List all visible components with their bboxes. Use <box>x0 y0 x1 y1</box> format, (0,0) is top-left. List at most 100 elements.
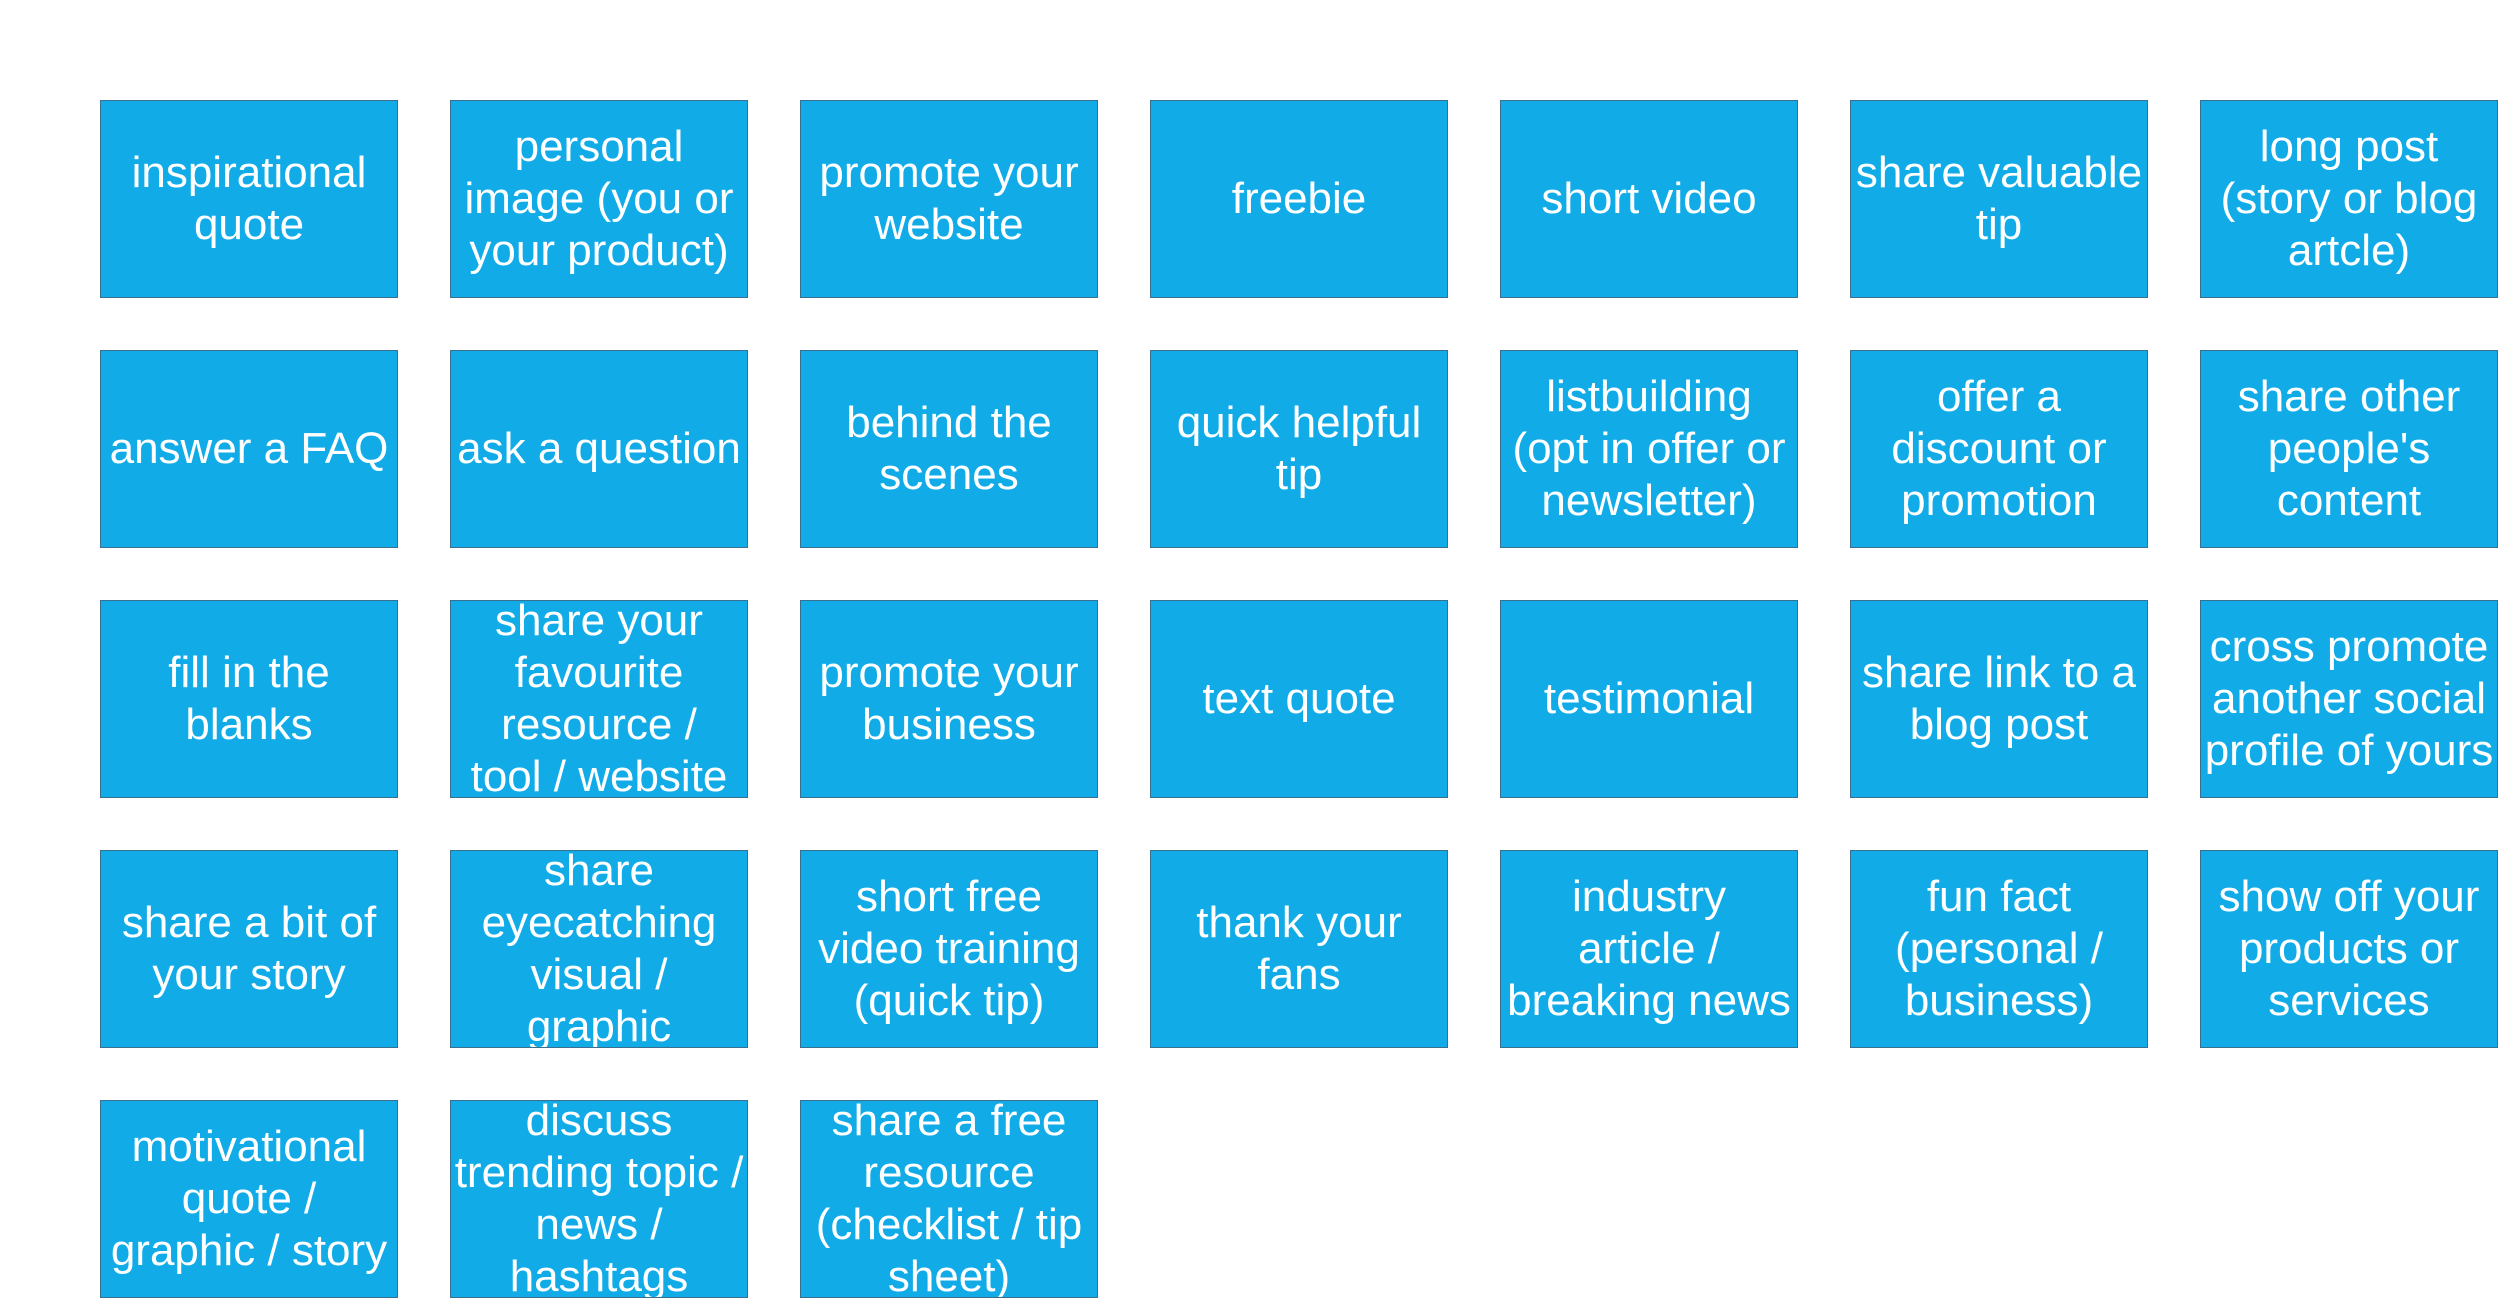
idea-tile-line: services <box>2268 976 2430 1025</box>
idea-tile[interactable]: answer a FAQ <box>100 350 398 548</box>
idea-tile-line: (checklist / tip <box>815 1200 1083 1249</box>
idea-tile-text: freebie <box>1232 173 1367 225</box>
idea-tile-line: share a bit of <box>121 898 377 947</box>
idea-tile-line: your product) <box>469 226 729 275</box>
idea-tile-text: fun fact(personal /business) <box>1895 871 2103 1027</box>
idea-tile-line: trending topic / <box>454 1148 744 1197</box>
idea-tile[interactable]: ask a question <box>450 350 748 548</box>
idea-tile-line: share link to a <box>1862 648 2136 697</box>
idea-tile-line: text quote <box>1202 674 1396 723</box>
idea-tile-line: people's <box>2267 424 2431 473</box>
idea-tile-line: news / <box>535 1200 663 1249</box>
idea-tile-line: (personal / <box>1895 924 2103 973</box>
idea-tile-line: short video <box>1541 174 1757 223</box>
idea-tile-line: (quick tip) <box>853 976 1045 1025</box>
idea-tile-line: industry <box>1571 872 1727 921</box>
idea-tile-text: text quote <box>1202 673 1395 725</box>
idea-tile[interactable]: short video <box>1500 100 1798 298</box>
idea-tile-line: your story <box>152 950 346 999</box>
idea-tile-text: answer a FAQ <box>110 423 389 475</box>
idea-tile-line: fun fact <box>1926 872 2072 921</box>
idea-tile[interactable]: testimonial <box>1500 600 1798 798</box>
idea-tile-line: share valuable <box>1855 148 2143 197</box>
idea-tile-line: visual / <box>530 950 668 999</box>
idea-tile-line: long post <box>2259 122 2439 171</box>
idea-tile-line: personal <box>514 122 684 171</box>
idea-tile-line: (story or blog <box>2220 174 2478 223</box>
idea-tile-line: graphic / story <box>110 1226 388 1275</box>
idea-tile-line: listbuilding <box>1546 372 1752 421</box>
idea-tile-line: ask a question <box>457 424 741 473</box>
idea-tile-line: quote <box>193 200 305 249</box>
idea-tile-line: video training <box>818 924 1080 973</box>
idea-tile-line: scenes <box>879 450 1019 499</box>
idea-tile-line: answer a FAQ <box>109 424 389 473</box>
idea-tile-line: promotion <box>1901 476 2097 525</box>
idea-tile-line: resource / <box>501 700 697 749</box>
idea-tile-line: another social <box>2212 674 2486 723</box>
idea-tile-line: artcle) <box>2287 226 2411 275</box>
idea-tile-line: discuss <box>525 1100 673 1145</box>
idea-tile-line: thank your <box>1196 898 1402 947</box>
idea-tile-line: breaking news <box>1507 976 1791 1025</box>
idea-tile-line: (opt in offer or <box>1512 424 1786 473</box>
idea-tile[interactable]: text quote <box>1150 600 1448 798</box>
idea-tile-line: eyecatching <box>481 898 717 947</box>
idea-tile-line: testimonial <box>1543 674 1755 723</box>
idea-tile-line: business <box>862 700 1036 749</box>
idea-tile-line: cross promote <box>2209 622 2489 671</box>
idea-tile-line: blog post <box>1909 700 2089 749</box>
idea-tile-line: content <box>2276 476 2422 525</box>
idea-tile-line: show off your <box>2218 872 2480 921</box>
idea-tile-line: share <box>543 850 655 895</box>
idea-tile-line: blanks <box>185 700 313 749</box>
idea-tile-line: website <box>874 200 1024 249</box>
idea-tile[interactable]: fun fact(personal /business) <box>1850 850 2148 1048</box>
idea-tile-line: freebie <box>1231 174 1367 223</box>
idea-tile-line: favourite <box>514 648 684 697</box>
idea-tile-line: short free <box>856 872 1042 921</box>
idea-tile-line: business) <box>1904 976 2094 1025</box>
idea-tile[interactable]: freebie <box>1150 100 1448 298</box>
idea-tile-line: quote / <box>181 1174 317 1223</box>
